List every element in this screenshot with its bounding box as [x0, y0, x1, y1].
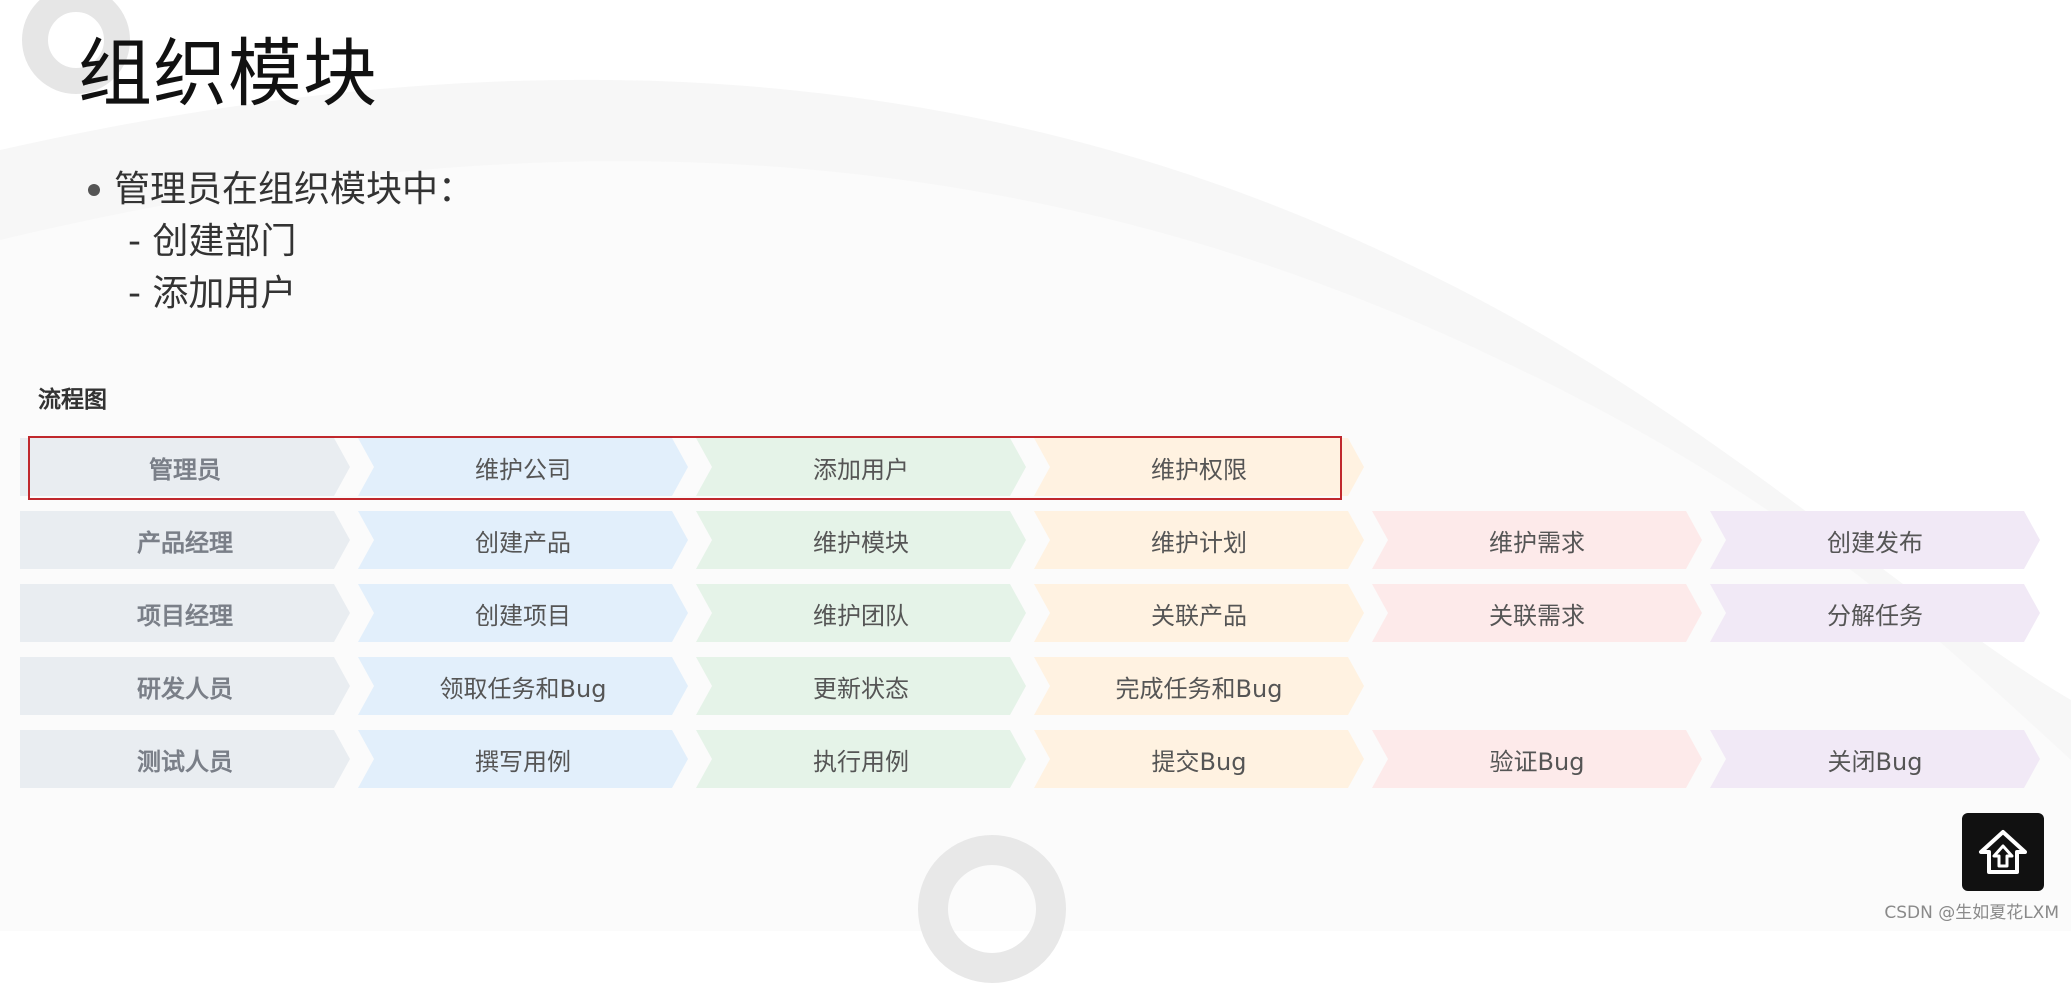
watermark: CSDN @生如夏花LXM	[1884, 903, 2059, 923]
flowchart-label: 流程图	[38, 387, 107, 413]
flow-step: 维护公司	[358, 438, 688, 496]
flow-step: 提交Bug	[1034, 730, 1364, 788]
flow-step: 关闭Bug	[1710, 730, 2040, 788]
flow-step: 领取任务和Bug	[358, 657, 688, 715]
page-title: 组织模块	[78, 31, 378, 117]
flow-step: 关联需求	[1372, 584, 1702, 642]
flow-step: 维护团队	[696, 584, 1026, 642]
flow-role: 产品经理	[20, 511, 350, 569]
flow-step: 添加用户	[696, 438, 1026, 496]
flow-step: 关联产品	[1034, 584, 1364, 642]
flow-role: 研发人员	[20, 657, 350, 715]
flow-step: 维护模块	[696, 511, 1026, 569]
flow-step: 创建发布	[1710, 511, 2040, 569]
decorative-ring-bottom	[918, 835, 1066, 983]
flow-step: 完成任务和Bug	[1034, 657, 1364, 715]
flow-step: 维护需求	[1372, 511, 1702, 569]
flow-step: 分解任务	[1710, 584, 2040, 642]
flow-step: 维护权限	[1034, 438, 1364, 496]
flow-step: 创建项目	[358, 584, 688, 642]
bullet-dot-icon	[88, 184, 100, 196]
bullet-text: 管理员在组织模块中：	[114, 169, 475, 210]
flow-row: 项目经理创建项目维护团队关联产品关联需求分解任务	[20, 584, 2060, 642]
flow-step: 更新状态	[696, 657, 1026, 715]
home-icon	[1979, 830, 2027, 874]
flow-role: 项目经理	[20, 584, 350, 642]
flow-step: 执行用例	[696, 730, 1026, 788]
sub-item-add-user: - 添加用户	[128, 273, 297, 314]
flow-step: 创建产品	[358, 511, 688, 569]
flow-step: 维护计划	[1034, 511, 1364, 569]
bullet-list: 管理员在组织模块中： - 创建部门 - 添加用户	[88, 164, 474, 320]
flowchart: 管理员维护公司添加用户维护权限产品经理创建产品维护模块维护计划维护需求创建发布项…	[20, 438, 2060, 803]
home-button[interactable]	[1962, 813, 2044, 891]
sub-item-create-department: - 创建部门	[128, 221, 297, 262]
flow-row: 产品经理创建产品维护模块维护计划维护需求创建发布	[20, 511, 2060, 569]
bullet-item: 管理员在组织模块中：	[88, 164, 474, 216]
flow-step: 撰写用例	[358, 730, 688, 788]
flow-row: 管理员维护公司添加用户维护权限	[20, 438, 2060, 496]
flow-step: 验证Bug	[1372, 730, 1702, 788]
flow-role: 测试人员	[20, 730, 350, 788]
flow-role: 管理员	[20, 438, 350, 496]
